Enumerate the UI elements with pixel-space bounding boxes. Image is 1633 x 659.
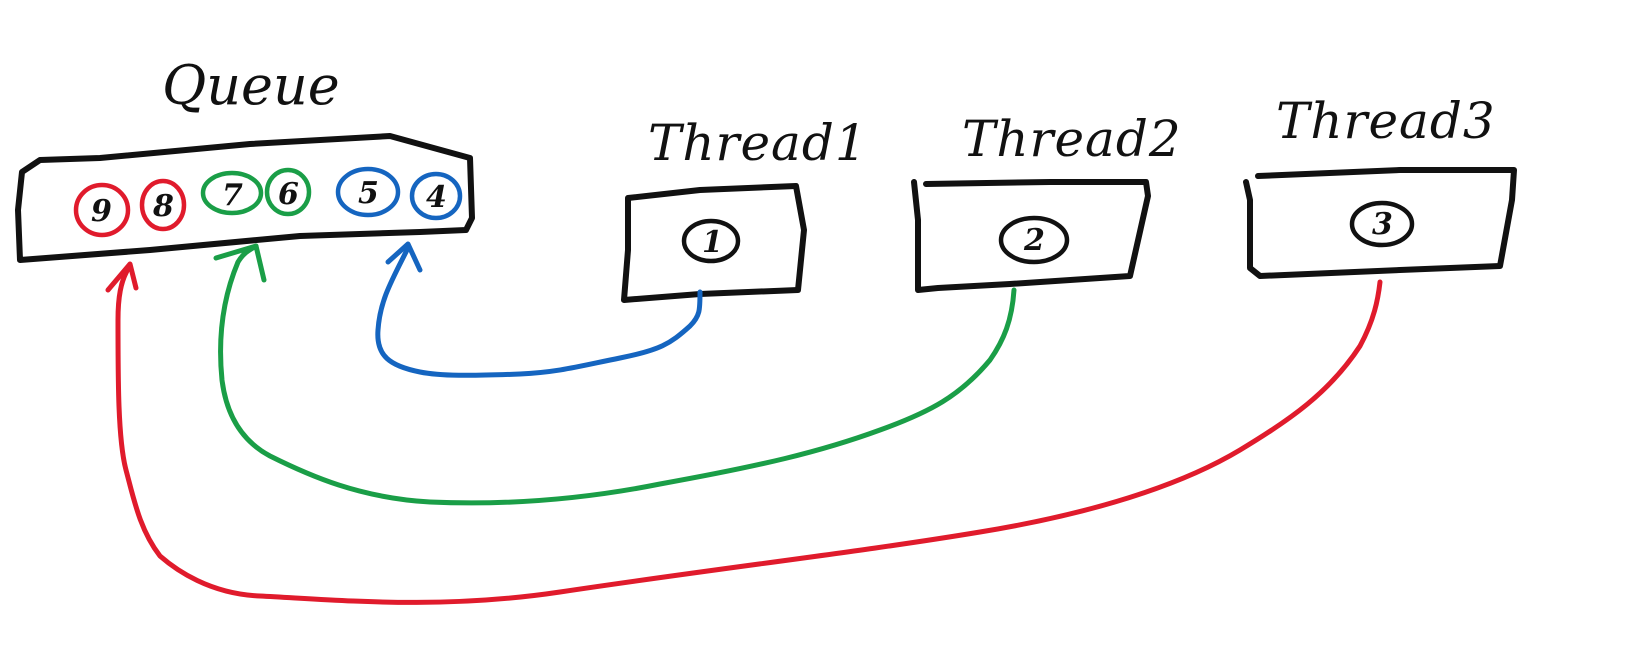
thread2-task: 2	[998, 215, 1070, 265]
thread3-task: 3	[1349, 200, 1415, 248]
queue-item-circle	[264, 167, 312, 217]
thread1-return-arrow	[375, 241, 703, 378]
queue-item-7: 7	[200, 170, 264, 216]
queue-item-4: 4	[409, 171, 463, 221]
thread2-title: Thread2	[962, 110, 1182, 168]
thread1-task: 1	[681, 218, 741, 264]
queue-item-circle	[409, 171, 463, 221]
queue-box	[15, 133, 475, 263]
queue-item-circle	[73, 182, 131, 238]
queue-item-label: 5	[358, 176, 379, 211]
thread3-title: Thread3	[1276, 92, 1496, 150]
thread3-return-arrow	[105, 261, 1383, 605]
queue-item-label: 8	[152, 189, 174, 224]
thread3-task-circle	[1349, 200, 1415, 248]
thread1-arrowhead	[385, 241, 423, 273]
thread1-arrow-curve	[375, 245, 703, 378]
thread3-arrow-curve	[115, 263, 1383, 605]
queue-item-label: 9	[91, 194, 112, 229]
thread2-return-arrow	[213, 243, 1017, 506]
thread2-task-circle	[998, 215, 1070, 265]
thread3-box	[1243, 167, 1517, 279]
queue-item-5: 5	[335, 166, 401, 218]
queue-title: Queue	[162, 54, 340, 117]
queue-item-circle	[200, 170, 264, 216]
thread2-arrow-curve	[218, 243, 1017, 506]
thread1-box	[621, 183, 807, 303]
thread1-task-label: 1	[702, 225, 723, 260]
queue-item-label: 4	[426, 180, 447, 215]
thread1-task-circle	[681, 218, 741, 264]
queue-item-label: 7	[222, 178, 243, 213]
queue-item-circle	[335, 166, 401, 218]
queue-item-6: 6	[264, 167, 312, 217]
queue-item-circle	[139, 178, 187, 232]
thread2-task-label: 2	[1023, 223, 1045, 258]
thread1-title: Thread1	[648, 114, 868, 172]
queue-item-9: 9	[73, 182, 131, 238]
thread2-box	[911, 179, 1151, 293]
thread3-task-label: 3	[1372, 207, 1393, 242]
queue-item-label: 6	[278, 177, 299, 212]
queue-item-8: 8	[139, 178, 187, 232]
thread3-arrowhead	[105, 261, 139, 293]
thread2-arrowhead	[213, 243, 267, 283]
